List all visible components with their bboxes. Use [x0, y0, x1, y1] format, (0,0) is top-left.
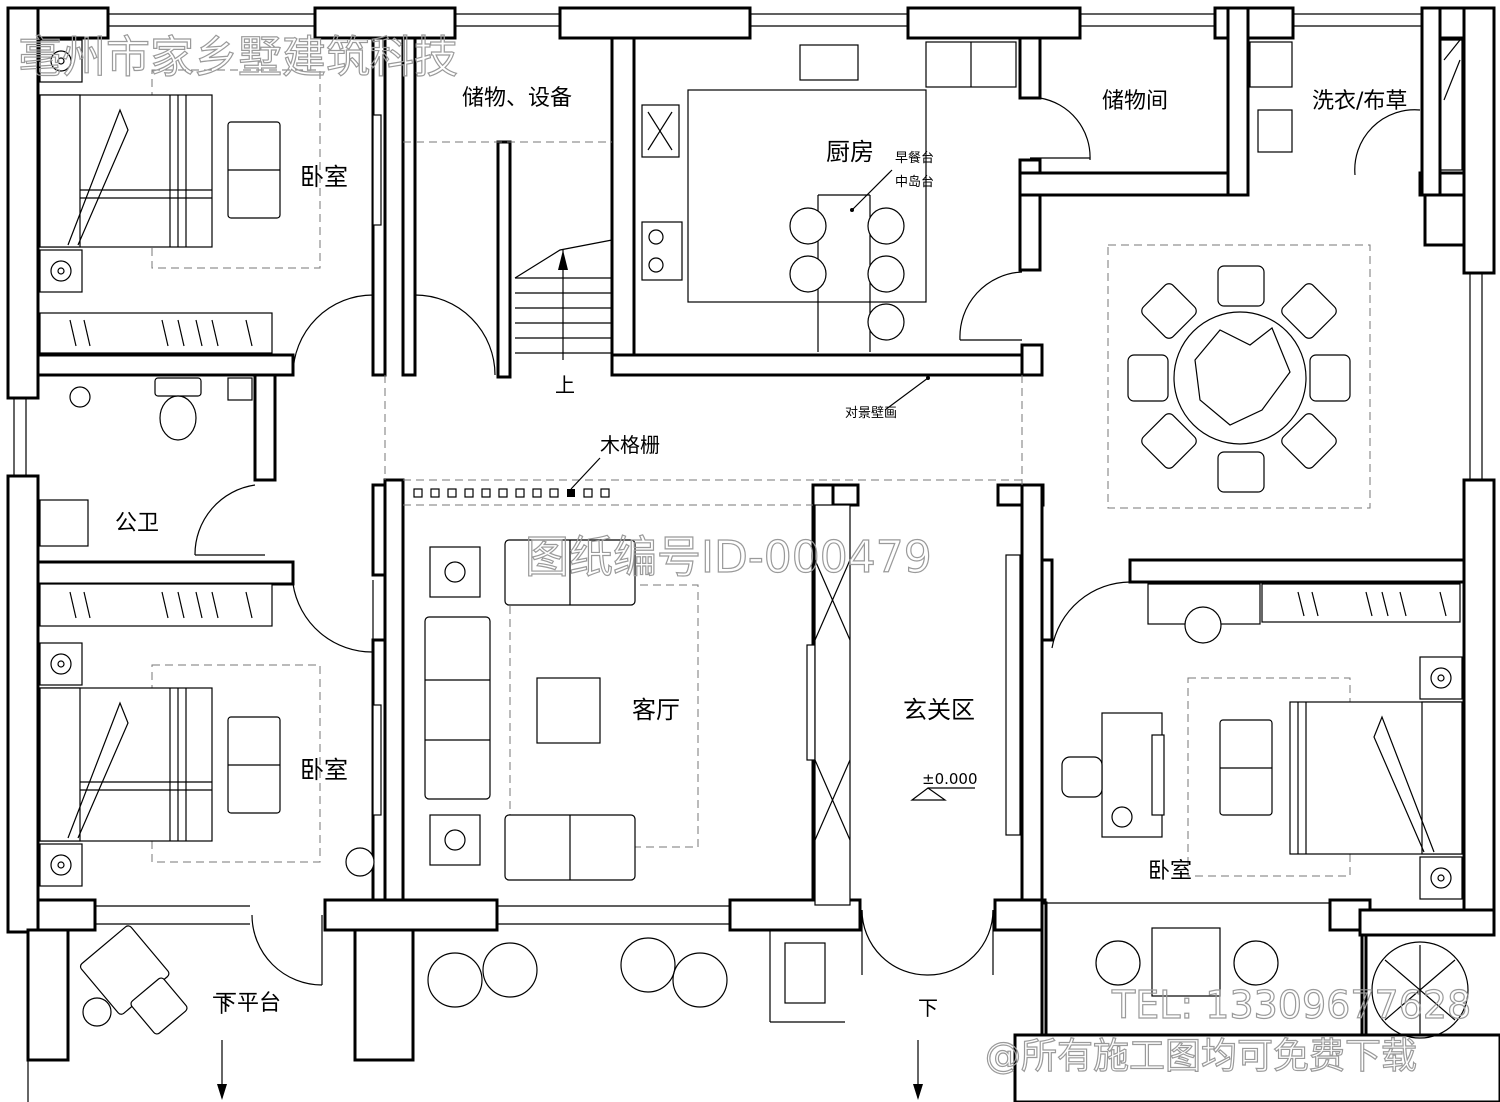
annotation-mural: 对景壁画: [845, 406, 897, 421]
side-table: [429, 546, 481, 866]
wall: [610, 36, 636, 377]
annotation-breakfast-bar: 早餐台: [895, 150, 934, 166]
wall: [1462, 6, 1496, 275]
walls: [6, 6, 1500, 1102]
annotation-down-front: 下: [918, 996, 938, 1020]
nightstand: [39, 39, 83, 293]
wall: [906, 6, 1082, 40]
annotation-down-left: 下: [212, 993, 232, 1017]
washbasin: [39, 499, 89, 547]
dining-table: [1173, 311, 1307, 445]
sink-icon: [799, 44, 859, 81]
coffee-table: [536, 677, 601, 744]
wall: [1018, 171, 1232, 197]
wall: [728, 898, 862, 932]
annotation-elevation: ±0.000: [922, 770, 978, 788]
wall: [1462, 478, 1496, 937]
annotations: 早餐台 中岛台 对景壁画 木格栅 上 ±0.000 下 下: [212, 150, 978, 1020]
washbasin: [1257, 109, 1293, 153]
furniture: [39, 39, 1469, 1100]
tv-panel: [372, 704, 382, 816]
stool: [789, 207, 905, 341]
wall: [1013, 1033, 1500, 1102]
watermark-notice: @所有施工图均可免费下载: [985, 1036, 1417, 1077]
room-label-public-bath: 公卫: [115, 511, 159, 536]
wall: [1423, 193, 1466, 247]
lounge-chair: [79, 925, 188, 1035]
wall: [993, 898, 1047, 932]
watermark-phone: TEL: 13309677628: [1111, 983, 1471, 1027]
annotation-wood-grille: 木格栅: [600, 433, 660, 457]
room-label-storage-equipment: 储物、设备: [462, 86, 572, 111]
room-label-bedroom-se: 卧室: [1148, 859, 1192, 884]
wall: [1020, 343, 1044, 377]
watermark-company: 亳州市家乡墅建筑科技: [18, 32, 458, 83]
wall: [1128, 558, 1466, 584]
watermarks: 亳州市家乡墅建筑科技 图纸编号ID-000479 TEL: 1330967762…: [17, 31, 1471, 1077]
wall: [1360, 933, 1368, 1037]
doors: [194, 97, 1421, 986]
wall: [1226, 6, 1250, 197]
wall: [6, 474, 40, 934]
tv-panel: [372, 114, 382, 226]
wall: [401, 36, 417, 377]
wardrobe: [39, 312, 273, 354]
wall: [1040, 558, 1054, 642]
room-label-entrance: 玄关区: [903, 696, 975, 724]
wall: [1358, 908, 1496, 937]
wall: [36, 898, 97, 932]
shrub: [427, 937, 1469, 1039]
room-label-bedroom-sw: 卧室: [300, 756, 348, 784]
sofa: [424, 539, 636, 881]
annotation-stair-up: 上: [555, 373, 575, 397]
wall: [558, 6, 752, 40]
room-label-living-room: 客厅: [632, 696, 680, 724]
wall: [6, 6, 40, 400]
wall: [323, 898, 499, 932]
wall: [36, 560, 295, 586]
wall: [1018, 36, 1042, 100]
room-label-laundry: 洗衣/布草: [1312, 89, 1407, 114]
annotation-island: 中岛台: [895, 174, 934, 190]
wall: [353, 928, 415, 1062]
dining-chair: [1127, 265, 1351, 493]
room-label-bedroom-nw: 卧室: [300, 163, 348, 191]
wall: [383, 478, 405, 902]
wall: [1020, 483, 1044, 905]
wall: [253, 373, 277, 482]
bed: [39, 94, 281, 248]
bed: [1219, 701, 1463, 855]
wall: [610, 353, 1044, 377]
toilet-icon: [154, 377, 202, 441]
room-label-kitchen: 厨房: [826, 138, 874, 166]
wall: [36, 353, 295, 377]
wood-grille: [413, 488, 610, 498]
wall: [496, 140, 512, 379]
stove-icon: [641, 221, 683, 281]
watermark-drawing-id: 图纸编号ID-000479: [525, 532, 932, 583]
nightstand: [1419, 656, 1463, 900]
floor-drain: [69, 386, 91, 408]
room-labels: 卧室 储物、设备 厨房 储物间 洗衣/布草 公卫 卧室 客厅 玄关区 卧室 下平…: [115, 86, 1407, 1016]
washer: [1249, 41, 1293, 88]
wardrobe: [39, 583, 273, 627]
wall: [1420, 6, 1442, 197]
desk: [1061, 712, 1165, 838]
room-label-lower-terrace: 下平台: [215, 991, 281, 1016]
room-label-storage-room: 储物间: [1102, 89, 1168, 114]
wardrobe: [1261, 583, 1461, 623]
nightstand: [39, 642, 83, 887]
wall: [26, 928, 70, 1062]
bed: [39, 687, 281, 842]
stairs: [514, 239, 613, 360]
